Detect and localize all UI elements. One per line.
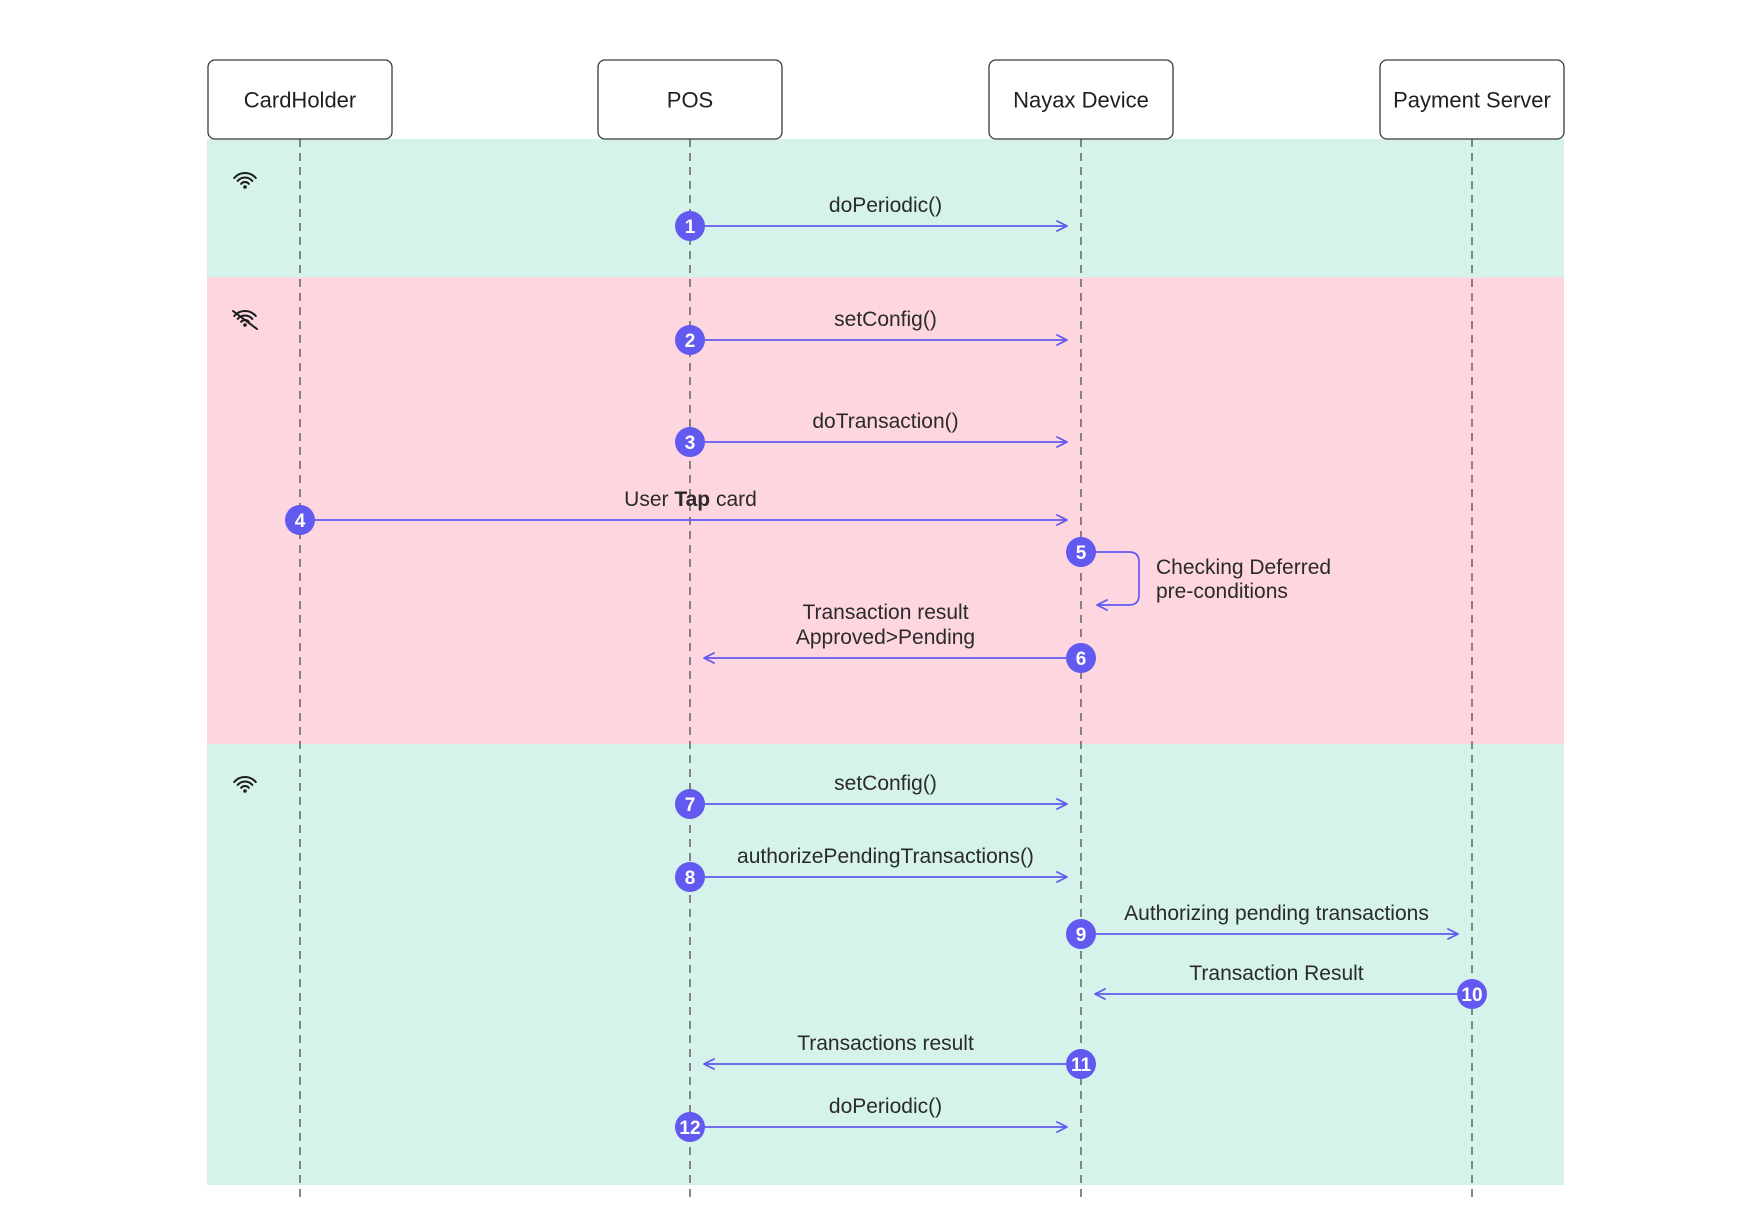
actor-box: [207, 59, 393, 140]
message-label: doPeriodic(): [829, 1095, 942, 1118]
message-label: Transaction result: [802, 601, 968, 624]
step-number: 4: [295, 511, 306, 532]
actor-box: [597, 59, 783, 140]
step-number: 5: [1076, 543, 1087, 564]
step-number: 8: [685, 868, 696, 889]
step-number: 11: [1071, 1055, 1092, 1076]
message-label: doTransaction(): [812, 410, 958, 433]
self-arrow: [1096, 551, 1140, 611]
actor-label: Payment Server: [1393, 88, 1551, 113]
message-label-part: Tap: [674, 488, 710, 511]
step-badge: [675, 789, 705, 819]
message-label: Checking Deferred: [1156, 556, 1331, 579]
message-label-part: card: [710, 488, 757, 511]
message-10: 10 Transaction Result: [1094, 962, 1487, 1009]
message-label: Authorizing pending transactions: [1124, 902, 1429, 925]
message-label: authorizePendingTransactions(): [737, 845, 1034, 868]
message-2: 2 setConfig(): [675, 308, 1068, 355]
message-label: Transaction Result: [1189, 962, 1363, 985]
message-label: setConfig(): [834, 308, 937, 331]
actor-label: CardHolder: [244, 88, 357, 113]
message-9: 9 Authorizing pending transactions: [1066, 902, 1459, 949]
message-1: 1 doPeriodic(): [675, 194, 1068, 241]
actor-device: Nayax Device: [988, 59, 1174, 140]
actor-box: [1379, 59, 1565, 140]
message-label: Transactions result: [797, 1032, 974, 1055]
step-badge: [1066, 919, 1096, 949]
wifi-off-icon: [232, 309, 258, 330]
message-11: 11 Transactions result: [703, 1032, 1096, 1079]
step-badge: [675, 862, 705, 892]
message-label: doPeriodic(): [829, 194, 942, 217]
message-label: pre-conditions: [1156, 580, 1288, 603]
message-8: 8 authorizePendingTransactions(): [675, 845, 1068, 892]
step-number: 9: [1076, 925, 1087, 946]
message-7: 7 setConfig(): [675, 772, 1068, 819]
step-badge: [1066, 643, 1096, 673]
message-12: 12 doPeriodic(): [675, 1095, 1068, 1142]
wifi-icon: [233, 171, 257, 189]
message-label: User Tap card: [624, 488, 757, 511]
message-3: 3 doTransaction(): [675, 410, 1068, 457]
step-number: 12: [679, 1118, 700, 1139]
wifi-icon: [233, 775, 257, 793]
phase-band-online: [207, 139, 1564, 277]
message-label: Approved>Pending: [796, 626, 975, 649]
actor-label: POS: [667, 88, 713, 113]
step-badge: [1457, 979, 1487, 1009]
step-number: 2: [685, 331, 696, 352]
step-badge: [1066, 537, 1096, 567]
actor-server: Payment Server: [1379, 59, 1565, 140]
message-label: setConfig(): [834, 772, 937, 795]
step-badge: [675, 1112, 705, 1142]
step-number: 7: [685, 795, 696, 816]
step-badge: [675, 427, 705, 457]
step-number: 10: [1461, 985, 1482, 1006]
actor-cardholder: CardHolder: [207, 59, 393, 140]
actor-label: Nayax Device: [1013, 88, 1149, 113]
step-badge: [1066, 1049, 1096, 1079]
step-badge: [285, 505, 315, 535]
actor-box: [988, 59, 1174, 140]
step-badge: [675, 211, 705, 241]
step-badge: [675, 325, 705, 355]
message-label-part: User: [624, 488, 674, 511]
step-number: 1: [685, 217, 696, 238]
phase-band-offline: [207, 277, 1564, 744]
actor-pos: POS: [597, 59, 783, 140]
message-4: 4 User Tap card: [285, 488, 1068, 535]
phase-band-online: [207, 744, 1564, 1185]
step-number: 3: [685, 433, 696, 454]
step-number: 6: [1076, 649, 1087, 670]
